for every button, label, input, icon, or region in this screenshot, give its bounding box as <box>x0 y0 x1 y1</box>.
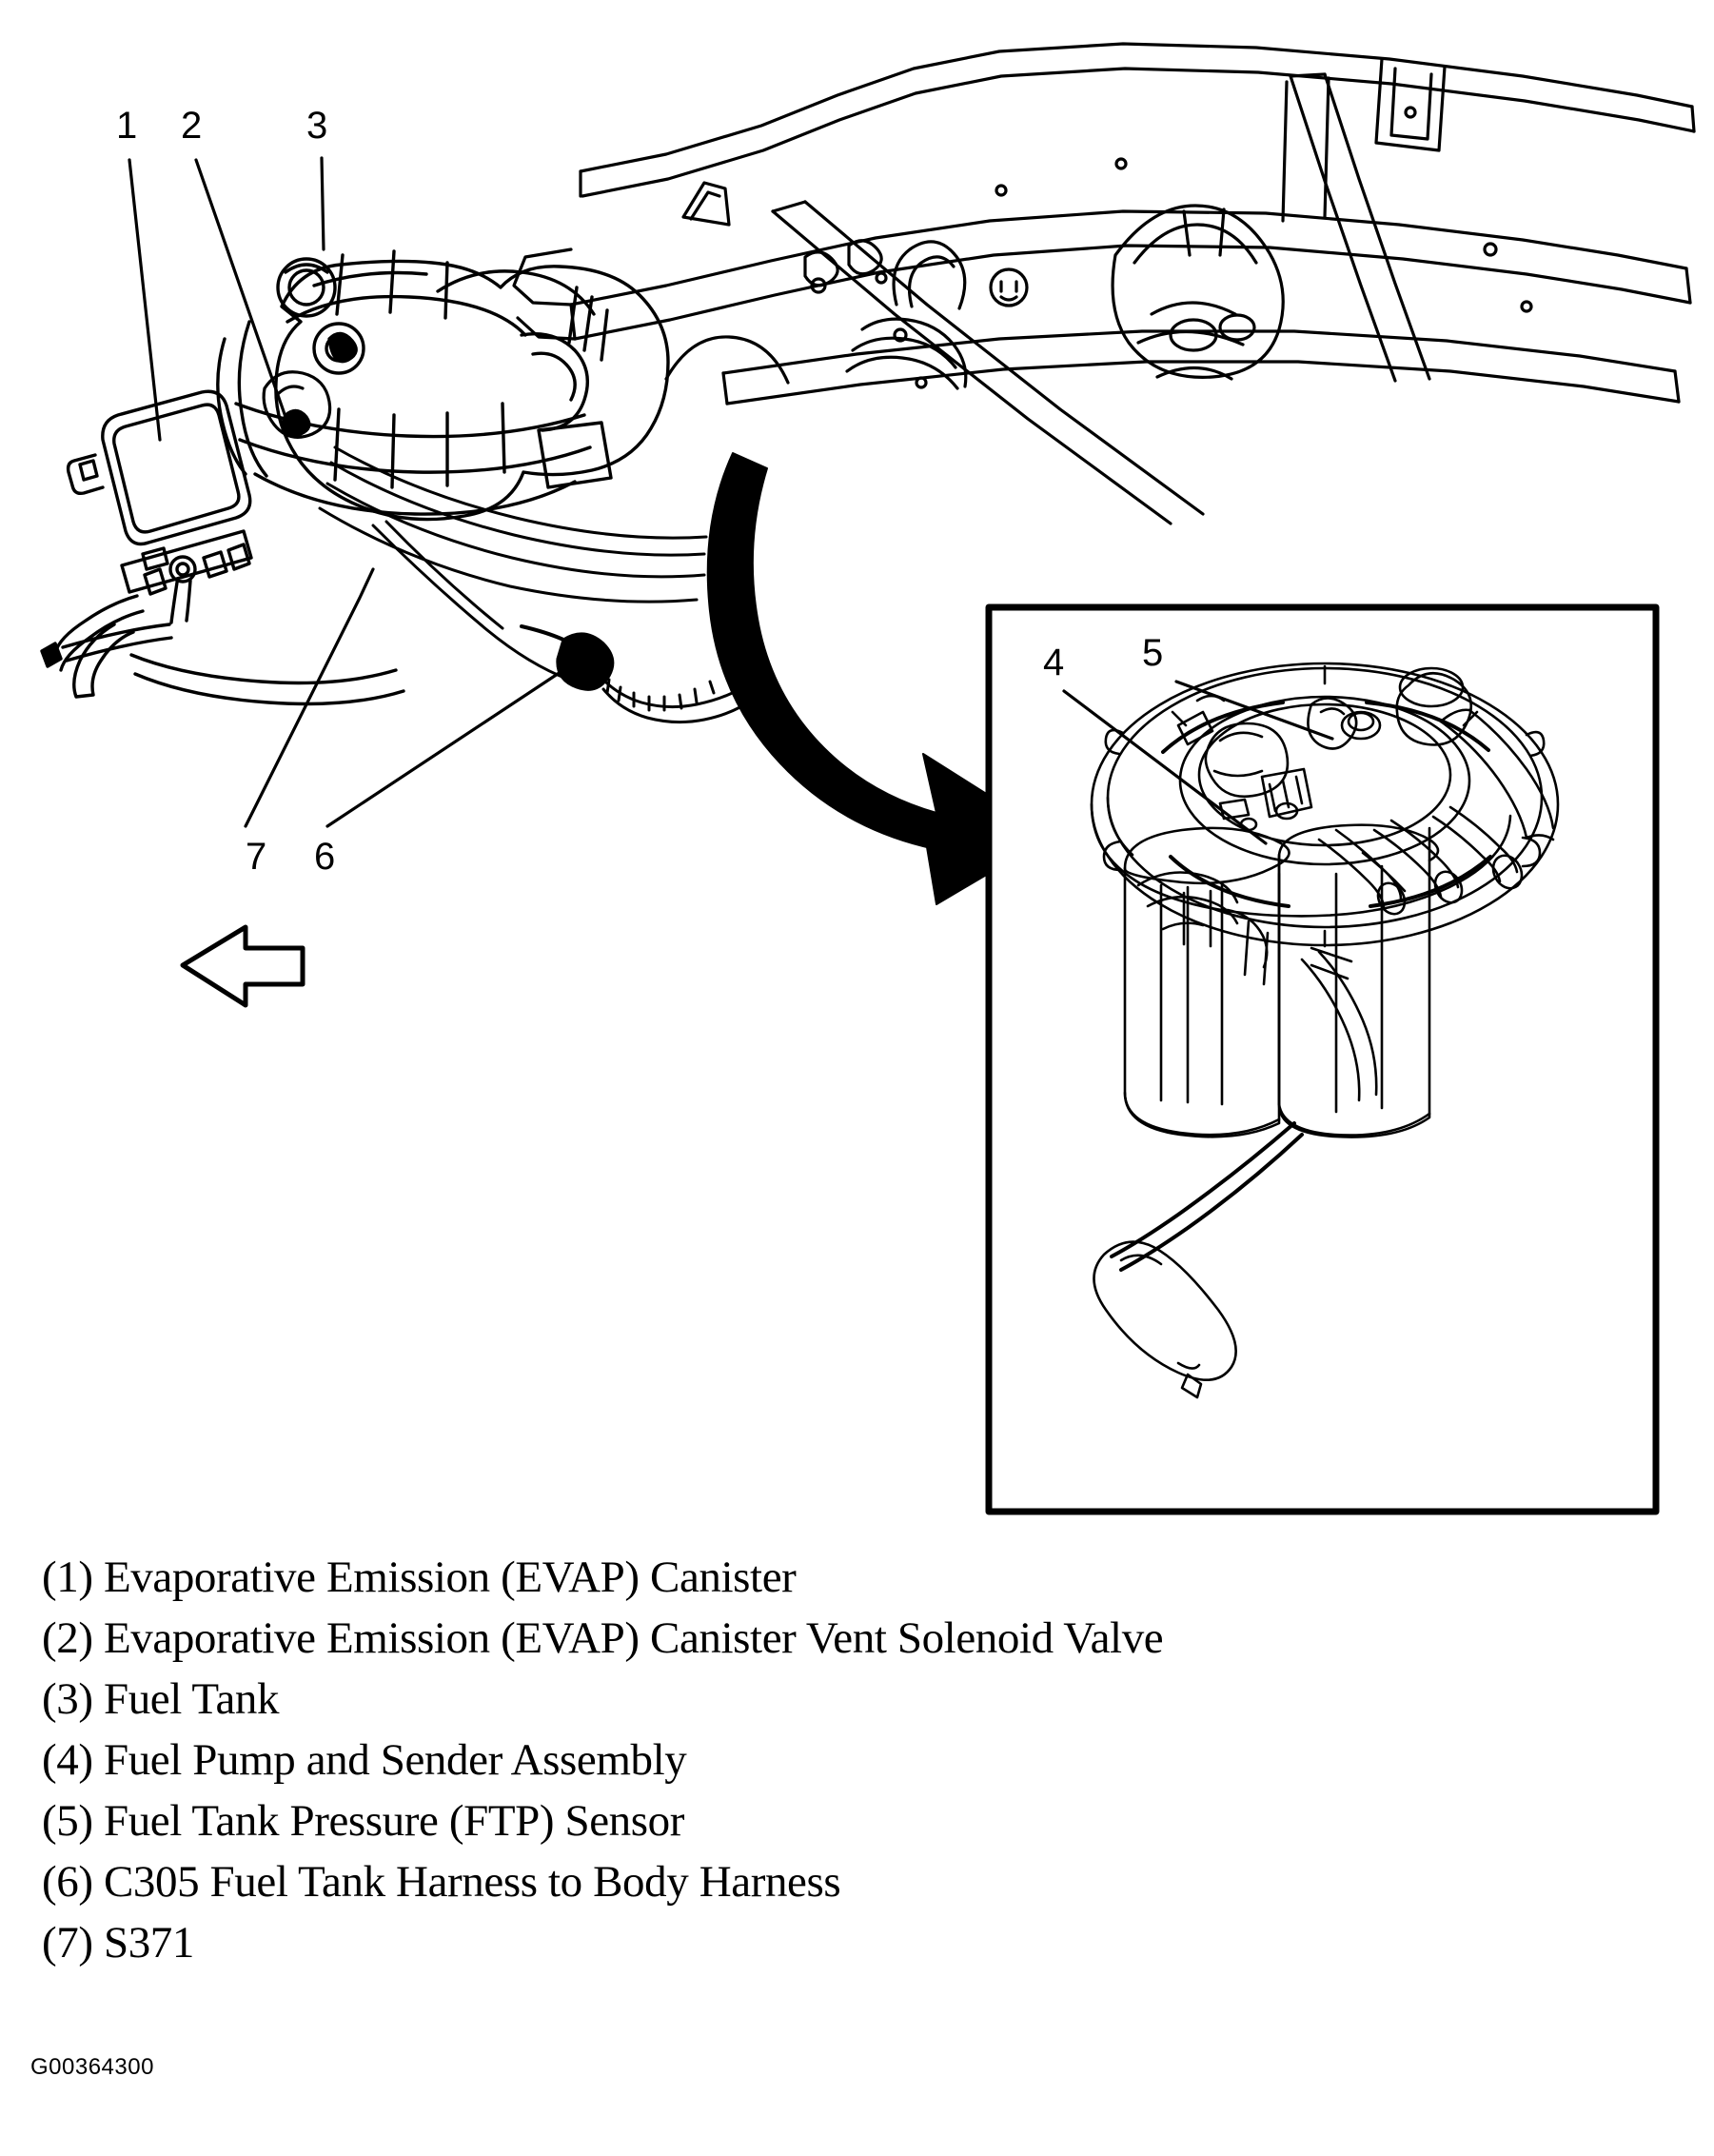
callout-3: 3 <box>306 105 328 147</box>
callout-2: 2 <box>181 105 203 147</box>
callout-1: 1 <box>116 105 138 147</box>
legend-item-2: (2) Evaporative Emission (EVAP) Canister… <box>42 1613 1164 1663</box>
legend-item-1: (1) Evaporative Emission (EVAP) Canister <box>42 1553 797 1602</box>
callout-leader-lines <box>128 156 571 828</box>
evap-vent-solenoid-valve <box>262 370 332 439</box>
legend-item-4: (4) Fuel Pump and Sender Assembly <box>42 1735 687 1785</box>
figure-linework <box>40 42 1696 1515</box>
legend-item-6: (6) C305 Fuel Tank Harness to Body Harne… <box>42 1857 841 1907</box>
legend-item-3: (3) Fuel Tank <box>42 1674 280 1724</box>
inset-leader-lines <box>1062 680 1334 845</box>
callout-4: 4 <box>1043 642 1065 683</box>
fuel-and-vapor-lines <box>318 445 708 682</box>
inset-frame <box>985 603 1660 1515</box>
detail-view-arrow <box>706 452 1054 905</box>
forward-direction-arrow <box>180 924 305 1008</box>
callout-6: 6 <box>314 836 336 878</box>
figure-id-code: G00364300 <box>30 2054 154 2080</box>
technical-illustration: 1 2 3 4 5 6 7 <box>40 42 1696 1515</box>
fuel-tank-body <box>216 249 670 522</box>
callout-7: 7 <box>246 836 267 878</box>
fuel-pump-module-assembly <box>1090 662 1560 1399</box>
callout-5: 5 <box>1142 632 1164 674</box>
legend-item-7: (7) S371 <box>42 1918 194 1968</box>
component-legend: (1) Evaporative Emission (EVAP) Canister… <box>42 1547 1584 1973</box>
chassis-frame <box>512 42 1696 525</box>
evap-canister <box>40 389 405 706</box>
legend-item-5: (5) Fuel Tank Pressure (FTP) Sensor <box>42 1796 685 1846</box>
